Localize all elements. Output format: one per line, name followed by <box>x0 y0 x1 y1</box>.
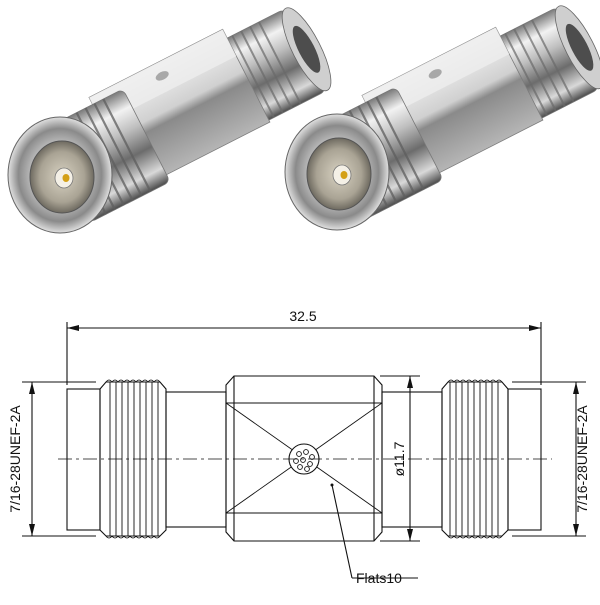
hex-body <box>225 375 383 542</box>
flats-label: Flats10 <box>356 570 402 586</box>
left-end-cap <box>66 388 101 531</box>
thread-spec-left-label: 7/16-28UNEF-2A <box>7 405 23 513</box>
connector-photo-left <box>7 7 332 234</box>
overall-length-label: 32.5 <box>289 308 316 324</box>
right-thread-dimension <box>512 381 586 537</box>
technical-drawing <box>22 322 586 579</box>
overall-length-dimension <box>66 322 542 385</box>
flats-leader <box>331 484 418 579</box>
product-photo <box>7 5 600 234</box>
right-thread-section <box>441 379 509 539</box>
left-neck <box>165 391 227 528</box>
body-diameter-label: ø11.7 <box>391 441 407 476</box>
connector-photo-right <box>284 5 600 231</box>
left-thread-dimension <box>22 381 96 537</box>
right-end-cap <box>507 388 542 531</box>
body-diameter-dimension <box>380 375 420 542</box>
thread-spec-right-label: 7/16-28UNEF-2A <box>574 405 590 513</box>
